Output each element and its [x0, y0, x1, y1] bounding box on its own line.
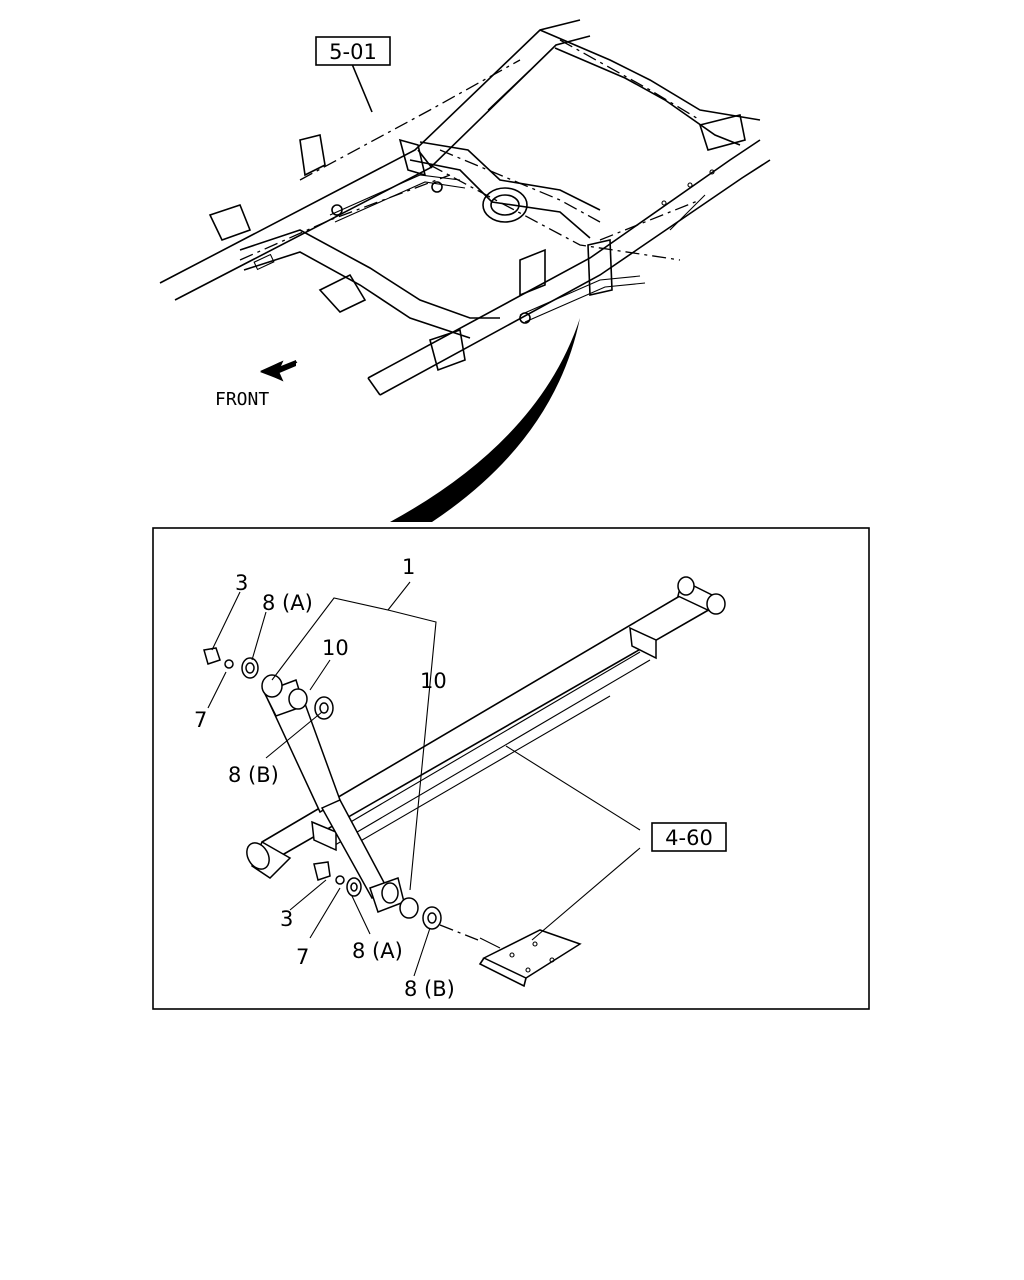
leader-lines: [207, 581, 641, 977]
label-part-8b-top: 8 (B): [228, 763, 279, 787]
detail-frame: [152, 527, 870, 1010]
label-part-7-bottom: 7: [296, 945, 309, 969]
label-part-1: 1: [402, 555, 415, 579]
front-arrow: FRONT: [215, 360, 298, 410]
part-labels: 1 10 10 3 8 (A) 7 8 (B) 3 7 8 (A) 8 (B): [194, 555, 455, 1001]
ref-label-spring: 4-60: [665, 826, 713, 850]
label-part-10-top: 10: [322, 636, 349, 660]
label-part-3-bottom: 3: [280, 907, 293, 931]
front-label: FRONT: [215, 389, 269, 410]
label-part-8a-bottom: 8 (A): [352, 939, 403, 963]
label-part-8a-top: 8 (A): [262, 591, 313, 615]
label-part-3-top: 3: [235, 571, 248, 595]
chassis-frame-illustration: [159, 19, 771, 396]
zoom-pointer-arc: [390, 318, 580, 522]
ref-box-spring: 4-60: [651, 822, 727, 852]
ref-box-frame: 5-01: [315, 36, 391, 66]
label-part-7-top: 7: [194, 708, 207, 732]
spring-plate: [439, 924, 582, 988]
label-part-8b-bottom: 8 (B): [404, 977, 455, 1001]
ref-label-frame: 5-01: [329, 40, 377, 64]
shock-absorber: [203, 647, 442, 930]
label-part-10-right: 10: [420, 669, 447, 693]
